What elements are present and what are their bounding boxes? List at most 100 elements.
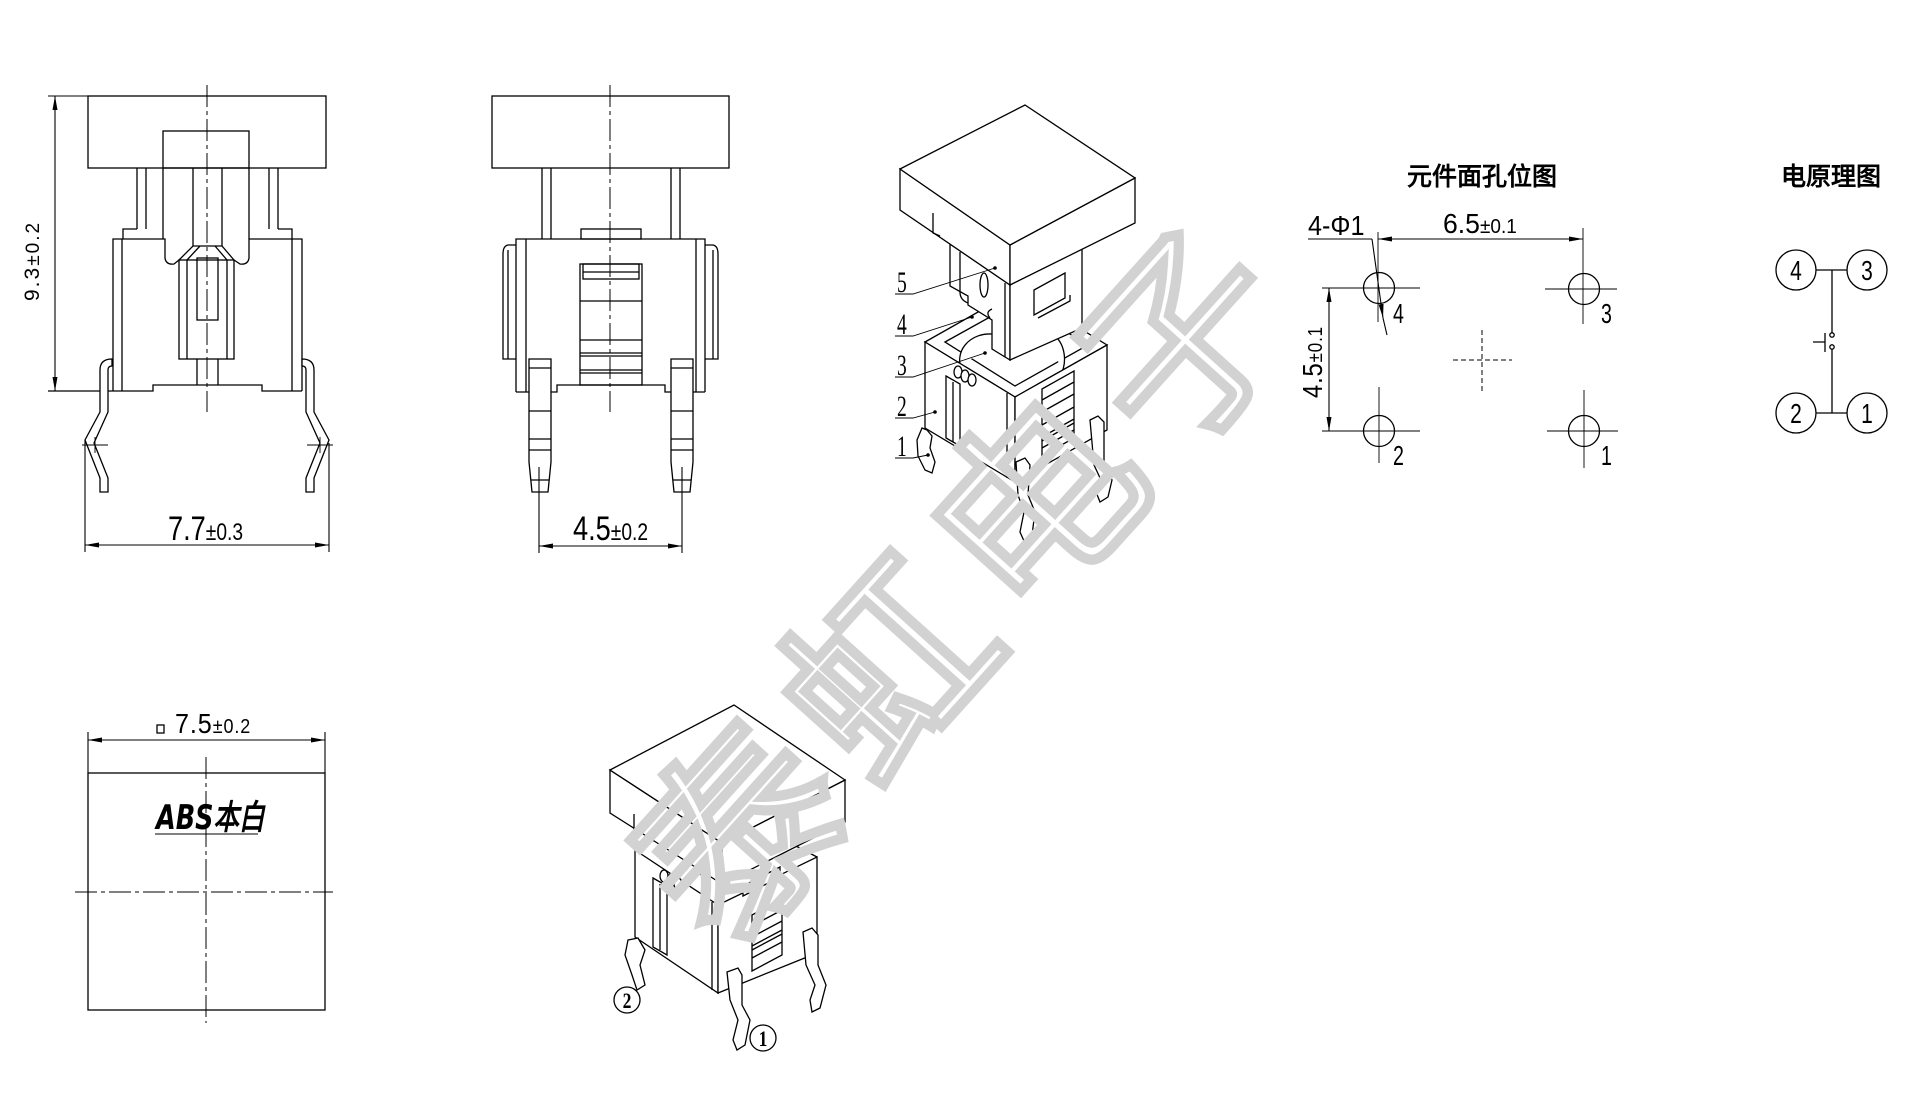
exploded-3d-view: 5 4 3 2 1 bbox=[895, 104, 1137, 543]
lead-part-1 bbox=[916, 427, 936, 474]
led-coil bbox=[953, 365, 977, 387]
y-pitch-label: 4.5±0.1 bbox=[1296, 326, 1328, 398]
housing-right-face bbox=[1014, 343, 1108, 484]
pin-label-circle bbox=[749, 1024, 777, 1052]
led-lens-lip bbox=[1037, 295, 1071, 319]
pin-circle bbox=[1775, 392, 1817, 434]
leader-line bbox=[895, 316, 973, 337]
part-number: 2 bbox=[897, 390, 907, 423]
lead-pin-2 bbox=[624, 937, 646, 991]
right-lead bbox=[301, 358, 330, 493]
led-lens bbox=[1033, 271, 1066, 317]
lead-lines bbox=[529, 367, 693, 481]
y-pitch-value: 4.5 bbox=[1296, 362, 1328, 398]
led-lens bbox=[742, 865, 781, 898]
stem-lines bbox=[541, 168, 681, 239]
rear-lead bbox=[802, 927, 827, 1013]
lead-crosshairs bbox=[82, 437, 333, 453]
part-label-3: 3 bbox=[895, 349, 987, 382]
cap-notch bbox=[932, 213, 941, 237]
callout-leader-arrow bbox=[1371, 238, 1384, 319]
hole-2: 2 bbox=[1322, 387, 1420, 472]
led-coil bbox=[659, 869, 683, 891]
material-label: ABS本白 bbox=[154, 798, 266, 838]
pcb-hole-layout: 元件面孔位图 4-Φ1 6.5±0.1 4.5±0.1 4 3 bbox=[1296, 162, 1618, 472]
pin-number: 1 bbox=[1861, 399, 1873, 430]
actuator-slot bbox=[979, 272, 989, 298]
height-dimension-text: 9.3±0.2 bbox=[21, 221, 44, 301]
hole-crosshair bbox=[1322, 387, 1420, 463]
height-value: 9.3 bbox=[21, 266, 44, 301]
side-window bbox=[579, 263, 643, 386]
x-pitch-value: 6.5 bbox=[1443, 207, 1480, 239]
right-lead bbox=[1089, 415, 1113, 503]
x-pitch-tolerance: ±0.1 bbox=[1480, 216, 1517, 239]
part-label-1: 1 bbox=[895, 430, 930, 463]
cap-top-view: 7.5±0.2 ABS本白 bbox=[75, 708, 333, 1023]
pin-label-circle bbox=[613, 986, 641, 1014]
hole-label: 2 bbox=[1393, 441, 1404, 472]
hole-callout-text: 4-Φ1 bbox=[1308, 210, 1365, 242]
x-pitch-text: 6.5±0.1 bbox=[1443, 207, 1517, 239]
width-dimension-text: 7.7±0.3 bbox=[168, 509, 243, 548]
callout-leader-tail bbox=[1382, 317, 1388, 336]
schematic-title: 电原理图 bbox=[1781, 162, 1881, 191]
hole-label: 3 bbox=[1601, 299, 1612, 330]
hole-crosshair bbox=[1545, 228, 1617, 324]
terminal bbox=[652, 876, 668, 957]
housing-window bbox=[1041, 369, 1075, 458]
base-line bbox=[48, 384, 302, 392]
leader-line bbox=[895, 411, 936, 419]
pin-circle bbox=[1846, 249, 1888, 291]
cap-top-face bbox=[608, 704, 847, 844]
leader-line bbox=[895, 352, 986, 378]
schematic-pin-3: 3 bbox=[1846, 249, 1888, 291]
part-label-2: 2 bbox=[895, 390, 937, 423]
assembled-3d-view: 2 1 bbox=[608, 704, 847, 1052]
square-symbol-icon bbox=[156, 724, 165, 734]
width-value: 7.7 bbox=[168, 509, 206, 548]
layout-center-mark bbox=[1453, 330, 1512, 392]
y-pitch-text: 4.5±0.1 bbox=[1296, 326, 1328, 398]
lead-pin-1 bbox=[726, 967, 751, 1051]
leader-dot bbox=[993, 266, 997, 270]
coil-turn bbox=[967, 373, 977, 387]
extension-lines bbox=[538, 467, 683, 553]
pitch-dimension-text: 4.5±0.2 bbox=[573, 509, 648, 548]
pin-label-text: 2 bbox=[623, 989, 632, 1013]
part-number: 4 bbox=[897, 308, 907, 341]
cap-notch bbox=[633, 814, 641, 838]
hole-crosshair bbox=[1322, 232, 1420, 322]
part-number: 3 bbox=[897, 349, 907, 382]
schematic-pin-1: 1 bbox=[1846, 392, 1888, 434]
extension-lines bbox=[84, 440, 330, 552]
schematic-pin-2: 2 bbox=[1775, 392, 1817, 434]
material-text: ABS本白 bbox=[154, 798, 266, 838]
width-tolerance: ±0.3 bbox=[206, 518, 243, 546]
leader-dot bbox=[926, 453, 930, 457]
top-tab bbox=[580, 228, 642, 240]
window-lines bbox=[580, 271, 642, 374]
front-lead bbox=[1015, 457, 1036, 543]
hole-callout: 4-Φ1 bbox=[1308, 210, 1365, 242]
leader-dot bbox=[970, 315, 974, 319]
side-view: 4.5±0.2 bbox=[491, 85, 730, 553]
y-pitch-tolerance: ±0.1 bbox=[1304, 326, 1327, 362]
cap-top-face bbox=[898, 104, 1137, 246]
switch-contact bbox=[1829, 332, 1835, 338]
pitch-value: 4.5 bbox=[573, 509, 611, 548]
side-clips bbox=[502, 244, 719, 360]
hole-label: 4 bbox=[1393, 299, 1404, 330]
height-tolerance: ±0.2 bbox=[23, 221, 44, 266]
pin-circle bbox=[1775, 249, 1817, 291]
pin-label-2: 2 bbox=[613, 986, 641, 1014]
pin-label-1: 1 bbox=[749, 1024, 777, 1052]
hole-layout-title: 元件面孔位图 bbox=[1407, 162, 1557, 191]
size-dimension-text: 7.5±0.2 bbox=[175, 708, 251, 740]
dome-chamfer bbox=[178, 245, 235, 261]
part-label-5: 5 bbox=[895, 266, 997, 299]
leader-line bbox=[895, 454, 929, 459]
part-number: 5 bbox=[897, 266, 907, 299]
stem-lines bbox=[136, 168, 279, 246]
coil-turn bbox=[673, 877, 683, 891]
